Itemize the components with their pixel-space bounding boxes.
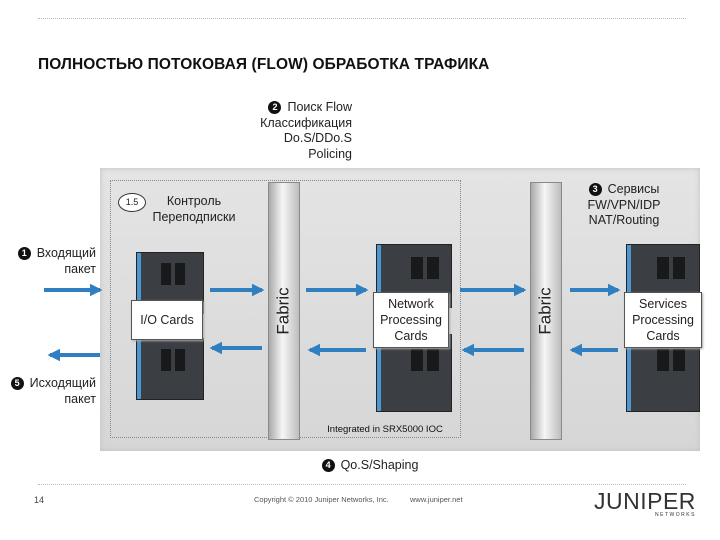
qos-label: 4 Qo.S/Shaping (250, 458, 490, 474)
flow-line-4: Policing (308, 146, 352, 161)
io-card-bottom-stripe (137, 339, 141, 399)
fabric-left: Fabric (268, 182, 300, 440)
spc-line-1: Services (639, 297, 687, 311)
step-3-marker: 3 (588, 183, 602, 196)
egress-line-1: Исходящий (29, 376, 96, 390)
step-1-marker: 1 (17, 247, 31, 260)
io-cards-label: I/O Cards (140, 313, 194, 327)
services-line-2: FW/VPN/IDP (587, 197, 661, 212)
npc-callout: Network Processing Cards (373, 292, 449, 348)
npc-line-3: Cards (394, 329, 428, 343)
io-card-top-port-a (161, 263, 171, 285)
flow-lookup-label: 2 Поиск Flow Классификация Do.S/DDo.S Pol… (200, 100, 352, 162)
io-card-bottom-port-b (175, 349, 185, 371)
juniper-logo: JUNIPER NETWORKS (594, 488, 696, 519)
bottom-divider (38, 484, 686, 485)
services-line-3: NAT/Routing (588, 213, 660, 227)
services-label: 3 Сервисы FW/VPN/IDP NAT/Routing (560, 182, 688, 229)
spc-line-3: Cards (646, 329, 680, 343)
io-card-top-stripe (137, 253, 141, 313)
website-text: www.juniper.net (410, 495, 463, 504)
npc-card-bottom-stripe (377, 335, 381, 411)
npc-card-top-stripe (377, 245, 381, 307)
spc-card-top-port-a (657, 257, 669, 279)
npc-card-bottom-port-a (411, 349, 423, 371)
spc-callout: Services Processing Cards (624, 292, 702, 348)
spc-card-top-stripe (627, 245, 631, 307)
logo-wordmark: JUNIPER (594, 488, 696, 514)
npc-line-2: Processing (380, 313, 442, 327)
spc-card-bottom-port-b (673, 349, 685, 371)
top-divider (38, 18, 686, 19)
logo-subtitle: NETWORKS (655, 512, 696, 518)
slide-title: ПОЛНОСТЬЮ ПОТОКОВАЯ (FLOW) ОБРАБОТКА ТРА… (38, 56, 490, 73)
step-4-marker: 4 (321, 459, 335, 472)
io-card-bottom-port-a (161, 349, 171, 371)
spc-card-bottom-port-a (657, 349, 669, 371)
spc-card-bottom-stripe (627, 335, 631, 411)
ioc-caption: Integrated in SRX5000 IOC (327, 424, 443, 435)
io-cards-callout: I/O Cards (131, 300, 203, 340)
step-2-marker: 2 (268, 101, 282, 114)
spc-card-top-port-b (673, 257, 685, 279)
step-5-marker: 5 (10, 377, 24, 390)
flow-line-3: Do.S/DDo.S (283, 131, 352, 145)
npc-card-top-port-b (427, 257, 439, 279)
io-card-bottom (136, 338, 204, 400)
npc-card-top-port-a (411, 257, 423, 279)
ingress-line-1: Входящий (36, 246, 96, 260)
page-number: 14 (34, 495, 45, 505)
ingress-label: 1 Входящий пакет (4, 246, 96, 277)
npc-card-bottom-port-b (427, 349, 439, 371)
flow-line-1: Поиск Flow (287, 100, 352, 114)
services-line-1: Сервисы (607, 182, 660, 196)
oversub-line-2: Переподписки (152, 209, 236, 224)
qos-text: Qo.S/Shaping (340, 458, 419, 472)
io-card-top-port-b (175, 263, 185, 285)
fabric-right: Fabric (530, 182, 562, 440)
flow-line-2: Классификация (260, 115, 352, 130)
ingress-line-2: пакет (64, 261, 96, 276)
egress-line-2: пакет (64, 391, 96, 406)
oversubscription-label: Контроль Переподписки (114, 194, 274, 225)
egress-label: 5 Исходящий пакет (4, 376, 96, 407)
spc-line-2: Processing (632, 313, 694, 327)
step-1-5-badge: 1.5 (118, 193, 146, 212)
oversub-line-1: Контроль (166, 194, 222, 208)
npc-line-1: Network (388, 297, 434, 311)
copyright-text: Copyright © 2010 Juniper Networks, Inc. (254, 495, 389, 504)
